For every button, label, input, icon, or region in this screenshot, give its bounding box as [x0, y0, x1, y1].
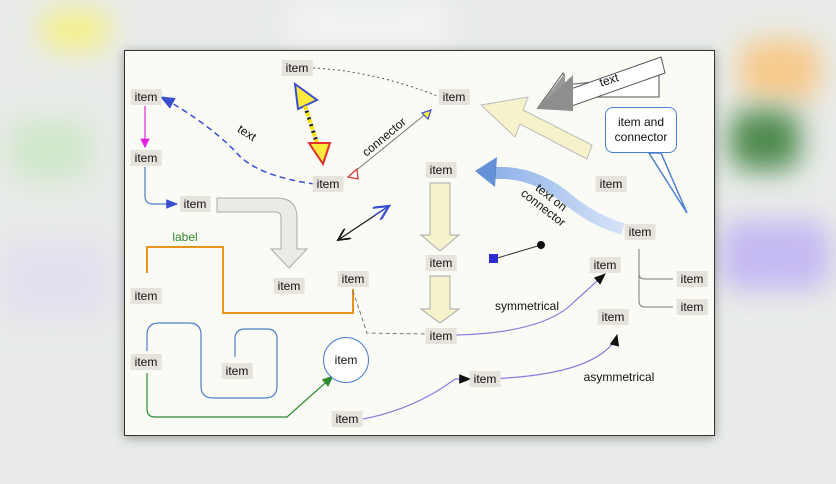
speech-bubble[interactable]: item and connector — [605, 107, 677, 153]
down-block-arrow-2 — [419, 275, 461, 324]
background-blob — [720, 220, 830, 290]
dashed-connector — [159, 96, 316, 185]
node-item[interactable]: item — [130, 89, 162, 105]
node-item[interactable]: item — [595, 176, 627, 192]
node-item[interactable]: item — [331, 411, 363, 427]
node-item[interactable]: item — [281, 60, 313, 76]
green-connector — [146, 373, 334, 418]
asymmetrical-curve-a — [362, 374, 472, 420]
red-triangle-icon — [346, 167, 359, 180]
background-blob — [10, 120, 90, 180]
node-item[interactable]: item — [438, 89, 470, 105]
node-item[interactable]: item — [589, 257, 621, 273]
dotted-connector — [312, 67, 441, 98]
background-blob — [740, 40, 820, 100]
node-item[interactable]: item — [676, 299, 708, 315]
background-blob — [40, 10, 110, 50]
node-item[interactable]: item — [130, 354, 162, 370]
elbow-connector — [144, 167, 179, 209]
node-item[interactable]: item — [425, 328, 457, 344]
node-item[interactable]: item — [469, 371, 501, 387]
down-block-arrow-1 — [419, 182, 461, 252]
rounded-path — [146, 322, 278, 399]
blue-arrowhead-icon — [475, 157, 497, 187]
bent-block-arrow — [216, 197, 309, 269]
orange-connector-label: label — [172, 230, 198, 244]
node-item[interactable]: item — [624, 224, 656, 240]
blue-square-icon — [489, 254, 498, 263]
asymmetrical-label: asymmetrical — [583, 370, 655, 384]
dashed-gray-connector — [352, 290, 426, 335]
node-item[interactable]: item — [179, 196, 211, 212]
node-item[interactable]: item — [221, 363, 253, 379]
background-blob — [0, 240, 110, 320]
node-item[interactable]: item — [597, 309, 629, 325]
black-dot-icon — [537, 241, 545, 249]
connector-line — [347, 111, 429, 178]
symmetrical-curve — [454, 273, 606, 336]
bubble-tail — [647, 152, 688, 214]
node-item[interactable]: item — [273, 278, 305, 294]
orange-connector — [146, 246, 183, 273]
background-blob — [290, 0, 450, 50]
yellow-diagonal-arrow — [479, 96, 593, 160]
node-item[interactable]: item — [130, 150, 162, 166]
diagram-canvas: item item item item item item item item … — [124, 50, 715, 436]
node-item[interactable]: item — [312, 176, 344, 192]
yellow-triangle-top-icon — [293, 81, 319, 111]
node-item[interactable]: item — [337, 271, 369, 287]
text-on-connector-band — [494, 166, 625, 235]
node-item[interactable]: item — [676, 271, 708, 287]
connectors-layer — [140, 56, 688, 420]
background-blob — [730, 110, 800, 170]
yellow-triangle-icon — [420, 109, 432, 121]
square-dot-connector — [493, 244, 542, 260]
node-item[interactable]: item — [425, 162, 457, 178]
node-item[interactable]: item — [425, 255, 457, 271]
asymmetrical-curve-b — [486, 333, 620, 380]
circle-node-item[interactable]: item — [323, 337, 369, 383]
bracket-connector — [638, 249, 673, 280]
node-item[interactable]: item — [130, 288, 162, 304]
yellow-triangle-bottom-icon — [307, 142, 332, 167]
symmetrical-label: symmetrical — [494, 299, 560, 313]
